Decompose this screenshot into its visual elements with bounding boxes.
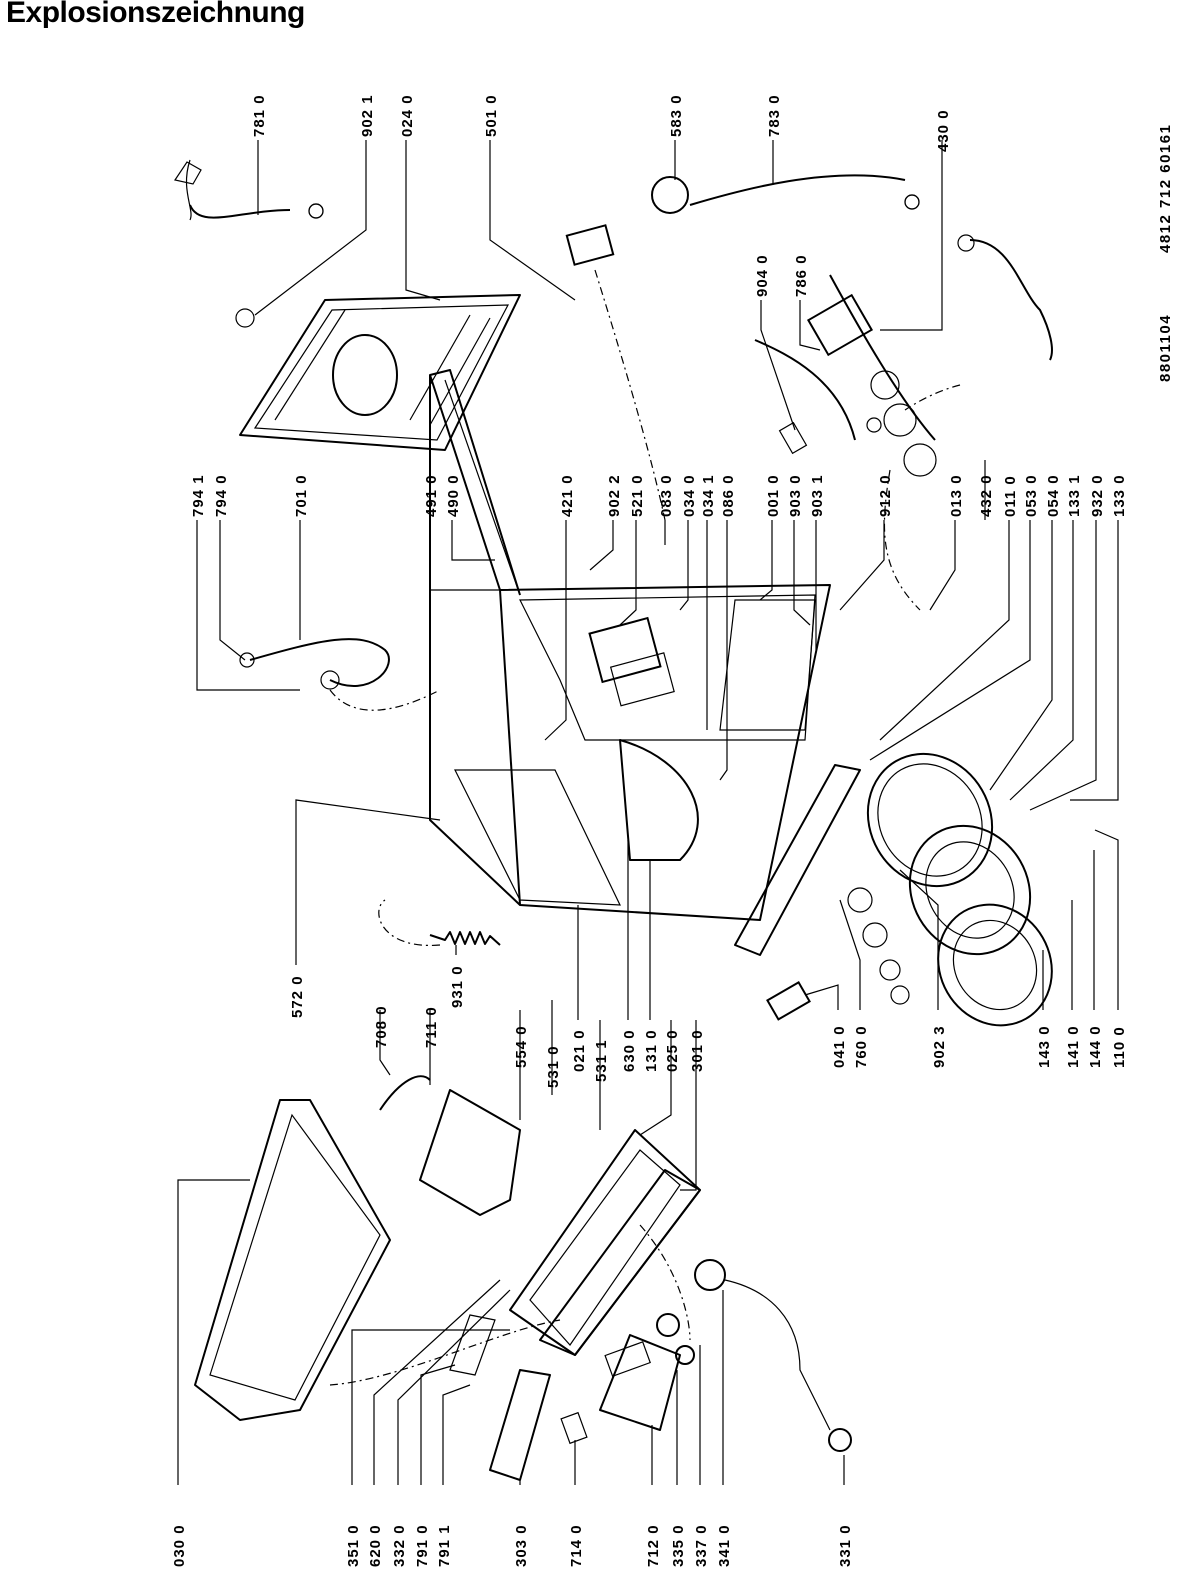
label-791-0: 791 0: [414, 1524, 431, 1567]
label-701-0: 701 0: [293, 474, 310, 517]
doc-ref-number: 8801104: [1157, 314, 1174, 382]
inlet-hose: [174, 159, 291, 221]
document-references: 8801104 4812 712 60161: [1157, 124, 1174, 382]
label-783-0: 783 0: [766, 94, 783, 137]
control-panel: [509, 1129, 701, 1356]
label-351-0: 351 0: [345, 1524, 362, 1567]
label-501-0: 501 0: [483, 94, 500, 137]
label-430-0: 430 0: [935, 109, 952, 152]
label-583-0: 583 0: [668, 94, 685, 137]
connection-paths: [329, 269, 961, 1386]
label-001-0: 001 0: [765, 474, 782, 517]
label-620-0: 620 0: [367, 1524, 384, 1567]
label-025-0: 025 0: [664, 1029, 681, 1072]
label-030-0: 030 0: [171, 1524, 188, 1567]
label-086-0: 086 0: [720, 474, 737, 517]
label-341-0: 341 0: [716, 1524, 733, 1567]
label-931-0: 931 0: [449, 965, 466, 1008]
label-912-0: 912 0: [877, 474, 894, 517]
label-133-1: 133 1: [1066, 474, 1083, 517]
label-133-0: 133 0: [1111, 474, 1128, 517]
label-421-0: 421 0: [559, 474, 576, 517]
label-143-0: 143 0: [1036, 1025, 1053, 1068]
label-781-0: 781 0: [251, 94, 268, 137]
label-902-1: 902 1: [359, 94, 376, 137]
label-786-0: 786 0: [793, 254, 810, 297]
label-024-0: 024 0: [399, 94, 416, 137]
hose-786: [754, 339, 856, 441]
label-531-0: 531 0: [545, 1045, 562, 1088]
label-331-0: 331 0: [837, 1524, 854, 1567]
label-794-1: 794 1: [190, 474, 207, 517]
label-490-0: 490 0: [445, 474, 462, 517]
page-title: Explosionszeichnung: [6, 0, 305, 29]
spring: [429, 931, 501, 946]
pump-assembly: [806, 274, 937, 477]
label-903-1: 903 1: [809, 474, 826, 517]
worktop-lid: [194, 1099, 391, 1421]
label-332-0: 332 0: [391, 1524, 408, 1567]
label-034-1: 034 1: [700, 474, 717, 517]
label-141-0: 141 0: [1065, 1025, 1082, 1068]
label-903-0: 903 0: [787, 474, 804, 517]
label-902-2: 902 2: [606, 474, 623, 517]
label-301-0: 301 0: [689, 1029, 706, 1072]
door-assembly: [866, 752, 1053, 1027]
label-303-0: 303 0: [513, 1524, 530, 1567]
drain-hose: [969, 239, 1053, 361]
label-041-0: 041 0: [831, 1025, 848, 1068]
connector-mark-a: [308, 203, 324, 219]
leader-lines: [177, 140, 1119, 1485]
label-335-0: 335 0: [670, 1524, 687, 1567]
label-034-0: 034 0: [681, 474, 698, 517]
label-711-0: 711 0: [423, 1006, 440, 1048]
label-904-0: 904 0: [754, 254, 771, 297]
label-531-1: 531 1: [593, 1039, 610, 1082]
top-panel: [239, 294, 521, 451]
label-131-0: 131 0: [643, 1029, 660, 1072]
label-521-0: 521 0: [629, 474, 646, 517]
label-013-0: 013 0: [948, 474, 965, 517]
label-011-0: 011 0: [1002, 475, 1019, 517]
label-714-0: 714 0: [568, 1524, 585, 1567]
label-932-0: 932 0: [1089, 474, 1106, 517]
label-554-0: 554 0: [513, 1025, 530, 1068]
label-083-0: 083 0: [658, 474, 675, 517]
label-572-0: 572 0: [289, 975, 306, 1018]
label-630-0: 630 0: [621, 1029, 638, 1072]
label-794-0: 794 0: [213, 474, 230, 517]
label-791-1: 791 1: [436, 1524, 453, 1567]
label-491-0: 491 0: [423, 474, 440, 517]
label-432-0: 432 0: [978, 474, 995, 517]
label-110-0: 110 0: [1111, 1026, 1128, 1068]
label-760-0: 760 0: [853, 1025, 870, 1068]
label-053-0: 053 0: [1023, 474, 1040, 517]
connector-mark-c: [904, 194, 920, 210]
label-054-0: 054 0: [1045, 474, 1062, 517]
part-labels: 781 0 902 1 024 0 501 0 583 0 783 0 430 …: [171, 94, 1128, 1567]
label-337-0: 337 0: [693, 1524, 710, 1567]
label-708-0: 708 0: [373, 1005, 390, 1048]
doc-ref-code: 4812 712 60161: [1157, 124, 1174, 253]
label-144-0: 144 0: [1087, 1025, 1104, 1068]
kick-strip: [734, 764, 861, 956]
label-021-0: 021 0: [571, 1029, 588, 1072]
label-712-0: 712 0: [645, 1524, 662, 1567]
connector-mark-b: [866, 417, 882, 433]
label-902-3: 902 3: [931, 1025, 948, 1068]
inlet-hose-701: [249, 638, 390, 687]
